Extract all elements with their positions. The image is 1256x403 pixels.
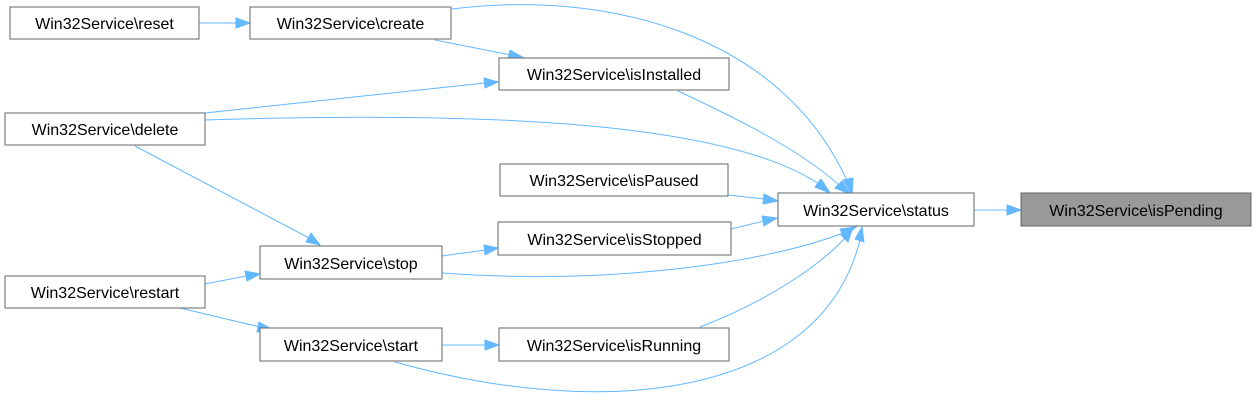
edge-isrunning-status bbox=[699, 225, 854, 328]
node-status-label: Win32Service\status bbox=[803, 203, 949, 220]
edge-start-status bbox=[394, 225, 865, 393]
edge-stop-isstopped bbox=[441, 244, 500, 257]
edge-isinstalled-status bbox=[677, 90, 852, 196]
edge-ispaused-status bbox=[727, 193, 780, 205]
node-ispending[interactable]: Win32Service\isPending bbox=[1020, 192, 1252, 227]
node-isrunning-label: Win32Service\isRunning bbox=[527, 338, 701, 355]
node-isstopped-label: Win32Service\isStopped bbox=[527, 232, 701, 249]
edge-start-isrunning bbox=[442, 339, 501, 351]
edge-restart-stop bbox=[204, 270, 262, 285]
node-delete-label: Win32Service\delete bbox=[32, 122, 179, 139]
node-status[interactable]: Win32Service\status bbox=[777, 192, 975, 227]
edge-create-status bbox=[451, 4, 854, 197]
edge-delete-stop bbox=[134, 145, 322, 246]
node-ispending-label: Win32Service\isPending bbox=[1049, 203, 1222, 220]
node-start-label: Win32Service\start bbox=[284, 338, 419, 355]
node-restart-label: Win32Service\restart bbox=[31, 285, 180, 302]
node-isrunning[interactable]: Win32Service\isRunning bbox=[498, 327, 730, 362]
edge-reset-create bbox=[199, 17, 252, 29]
node-ispaused[interactable]: Win32Service\isPaused bbox=[499, 163, 729, 197]
node-ispaused-label: Win32Service\isPaused bbox=[530, 173, 699, 190]
edge-isstopped-status bbox=[730, 215, 779, 230]
node-isstopped[interactable]: Win32Service\isStopped bbox=[497, 221, 732, 256]
node-create-label: Win32Service\create bbox=[277, 16, 425, 33]
node-delete[interactable]: Win32Service\delete bbox=[4, 112, 206, 146]
node-create[interactable]: Win32Service\create bbox=[249, 6, 452, 40]
node-stop[interactable]: Win32Service\stop bbox=[259, 245, 443, 280]
edge-status-ispending bbox=[974, 204, 1023, 216]
node-reset-label: Win32Service\reset bbox=[35, 16, 174, 33]
edge-delete-isinstalled bbox=[204, 77, 500, 114]
node-reset[interactable]: Win32Service\reset bbox=[9, 6, 200, 40]
node-start[interactable]: Win32Service\start bbox=[259, 327, 443, 362]
node-restart[interactable]: Win32Service\restart bbox=[4, 275, 206, 309]
node-isinstalled-label: Win32Service\isInstalled bbox=[527, 67, 701, 84]
edge-delete-status bbox=[204, 116, 832, 195]
node-isinstalled[interactable]: Win32Service\isInstalled bbox=[498, 57, 730, 91]
node-stop-label: Win32Service\stop bbox=[284, 256, 417, 273]
edge-restart-start bbox=[179, 307, 275, 333]
edge-create-isinstalled bbox=[434, 39, 526, 61]
